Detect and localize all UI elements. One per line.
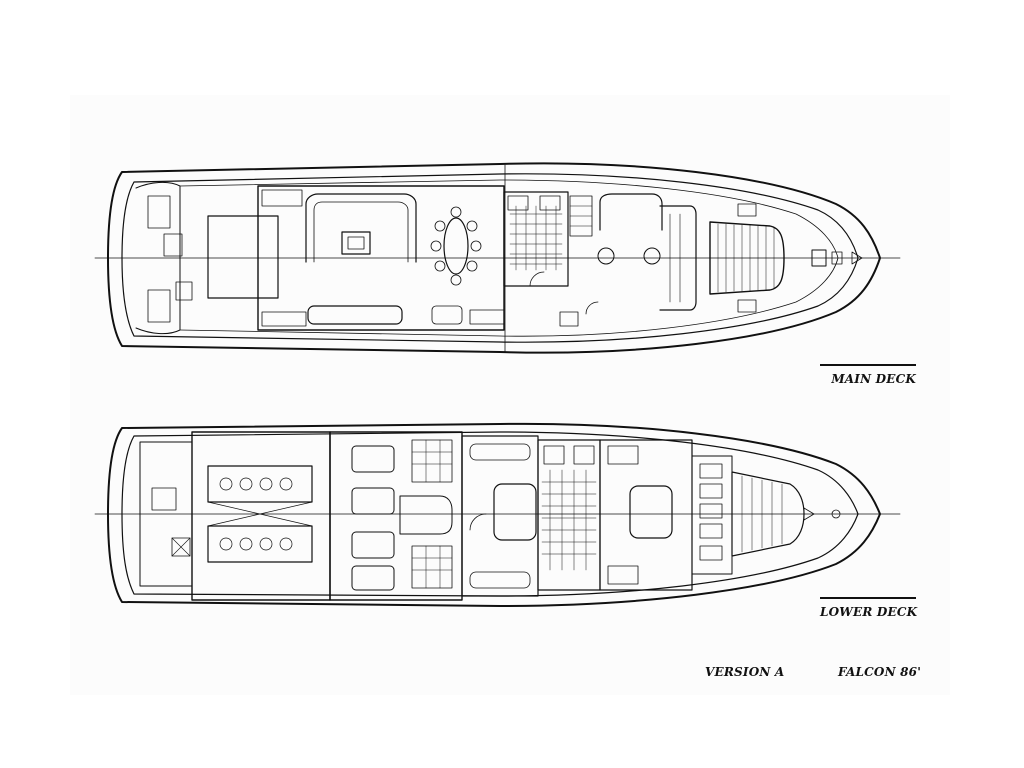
main-deck-inner-hull — [121, 173, 859, 343]
model-label: FALCON 86' — [838, 665, 922, 679]
main-deck-galley — [503, 191, 569, 287]
lower-deck-inner-hull — [121, 431, 859, 597]
lower-deck-guest-cabin — [599, 439, 693, 591]
main-deck-aft-door — [529, 271, 545, 287]
main-deck-coffee-table — [341, 231, 371, 255]
main-deck-windlass — [811, 249, 827, 267]
lower-deck-master-cabin — [329, 431, 463, 601]
lower-deck-hull-outline — [107, 422, 881, 607]
main-deck-dining-table — [443, 217, 469, 275]
lower-deck-port-engine — [207, 465, 313, 503]
main-deck-galley-tiles — [509, 205, 563, 271]
main-deck-swim-platform — [135, 181, 181, 335]
lower-deck-vip-bed — [493, 483, 537, 541]
main-deck-transom-stairs — [147, 195, 171, 229]
main-deck-plan — [94, 162, 901, 354]
lower-deck-guest-head — [537, 439, 601, 591]
lower-deck-starboard-engine — [207, 525, 313, 563]
main-deck-port-door — [585, 301, 599, 315]
lower-deck-label: LOWER DECK — [820, 597, 917, 619]
main-deck-foredeck-sunpad — [709, 221, 785, 295]
main-deck-cockpit-table — [207, 215, 279, 299]
main-deck-helm-station — [599, 193, 663, 231]
main-deck-salon-sofa — [305, 193, 417, 263]
main-deck-label: MAIN DECK — [820, 364, 916, 386]
lower-deck-plan — [94, 422, 901, 607]
main-deck-hull-outline — [107, 162, 881, 354]
lower-deck-engine-room — [191, 431, 331, 601]
main-deck-port-sofa — [307, 305, 403, 325]
main-deck-dashboard — [659, 205, 697, 311]
lower-deck-crew-cabin — [691, 455, 733, 575]
lower-deck-guest-bed — [629, 485, 673, 539]
version-label: VERSION A — [705, 665, 785, 679]
lower-deck-corridor — [399, 495, 453, 535]
